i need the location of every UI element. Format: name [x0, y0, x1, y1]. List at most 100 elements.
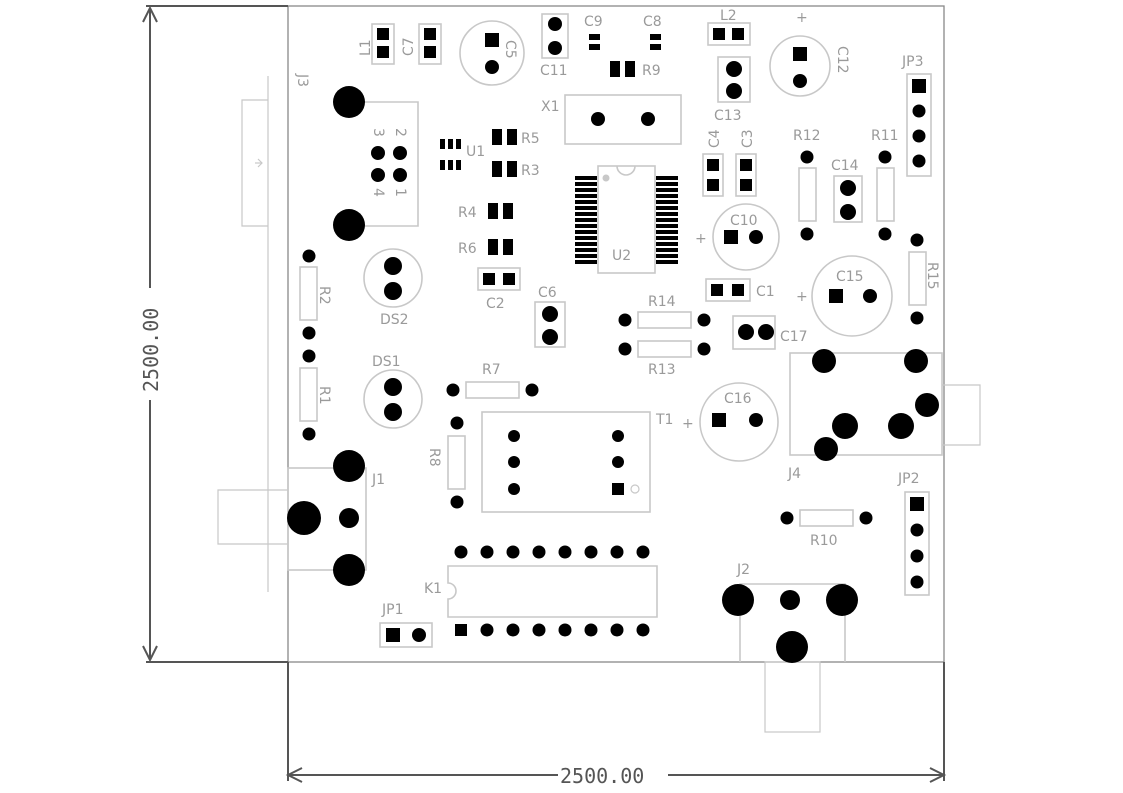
width-label: 2500.00 — [560, 764, 644, 788]
component-r5: R5 — [492, 129, 540, 147]
width-dimension: 2500.00 — [285, 662, 947, 788]
label-j3-pin2: 2 — [392, 128, 408, 137]
label-r14: R14 — [648, 294, 676, 310]
component-c12: + C12 — [769, 10, 850, 97]
label-c6: C6 — [538, 285, 557, 301]
label-c13: C13 — [714, 108, 742, 124]
label-plus-c10: + — [695, 231, 707, 247]
component-r15: R15 — [908, 233, 940, 325]
component-r2: R2 — [299, 249, 332, 340]
component-jp3: JP3 — [901, 54, 932, 177]
component-l2: L2 — [707, 8, 751, 46]
label-c16: C16 — [724, 391, 752, 407]
component-jp2: JP2 — [897, 471, 930, 596]
label-ds2: DS2 — [380, 312, 409, 328]
label-j1: J1 — [371, 472, 385, 488]
u2-pins-left — [575, 176, 597, 264]
component-r10: R10 — [780, 509, 873, 549]
label-r2: R2 — [316, 286, 332, 305]
label-c14: C14 — [831, 158, 859, 174]
label-jp1: JP1 — [381, 602, 403, 618]
component-t1: T1 — [481, 411, 673, 513]
u2-pins-right — [656, 176, 678, 264]
label-plus-c12: + — [796, 10, 808, 26]
component-j3: J3 3 2 4 1 — [241, 73, 419, 592]
label-r15: R15 — [924, 262, 940, 290]
label-j2: J2 — [736, 562, 750, 578]
component-x1: X1 — [541, 94, 682, 145]
component-r8: R8 — [426, 416, 466, 509]
component-u1: U1 — [440, 139, 485, 170]
label-c1: C1 — [756, 284, 775, 300]
label-j3: J3 — [294, 73, 310, 87]
component-r7: R7 — [446, 362, 539, 399]
component-c15: + C15 — [796, 255, 893, 337]
label-c17: C17 — [780, 329, 808, 345]
label-c5: C5 — [502, 40, 518, 59]
label-j4: J4 — [787, 466, 801, 482]
height-dimension: 2500.00 — [138, 5, 288, 663]
label-r12: R12 — [793, 128, 821, 144]
label-c3: C3 — [740, 129, 756, 148]
component-r11: R11 — [871, 128, 899, 241]
component-c17: C17 — [732, 315, 808, 350]
label-u2: U2 — [612, 248, 631, 264]
component-r4: R4 — [458, 203, 513, 221]
component-c6: C6 — [534, 285, 566, 348]
label-c15: C15 — [836, 269, 864, 285]
label-c7: C7 — [401, 37, 417, 56]
label-c12: C12 — [834, 46, 850, 74]
component-r6: R6 — [458, 239, 513, 257]
label-jp3: JP3 — [901, 54, 923, 70]
component-r12: R12 — [793, 128, 821, 241]
label-c8: C8 — [643, 14, 662, 30]
label-k1: K1 — [424, 581, 442, 597]
label-r11: R11 — [871, 128, 899, 144]
label-l2: L2 — [720, 8, 737, 24]
label-jp2: JP2 — [897, 471, 919, 487]
label-plus-c16: + — [682, 416, 694, 432]
component-r9: R9 — [610, 61, 661, 79]
component-ds1: DS1 — [363, 354, 423, 429]
component-r3: R3 — [492, 161, 540, 179]
label-r9: R9 — [642, 63, 661, 79]
label-c2: C2 — [486, 296, 505, 312]
label-r5: R5 — [521, 131, 540, 147]
label-c4: C4 — [707, 129, 723, 148]
label-c11: C11 — [540, 63, 568, 79]
label-x1: X1 — [541, 99, 560, 115]
label-r8: R8 — [426, 448, 442, 467]
component-c7: C7 — [401, 23, 442, 65]
label-j3-pin4: 4 — [370, 188, 386, 197]
component-c11: C11 — [540, 13, 569, 79]
board-outline — [287, 5, 945, 663]
component-r14: R14 — [618, 294, 711, 329]
label-plus-c15: + — [796, 289, 808, 305]
label-r3: R3 — [521, 163, 540, 179]
component-r1: R1 — [299, 349, 332, 441]
label-j3-pin3: 3 — [370, 128, 386, 137]
component-c9: C9 — [584, 14, 603, 50]
label-j3-pin1: 1 — [392, 188, 408, 197]
component-c1: C1 — [705, 278, 775, 302]
component-c14: C14 — [831, 158, 863, 223]
component-c4: C4 — [702, 129, 724, 197]
component-c16: + C16 — [682, 382, 779, 462]
component-c3: C3 — [735, 129, 757, 197]
component-k1: K1 — [424, 545, 658, 637]
label-r7: R7 — [482, 362, 501, 378]
component-j1: J1 — [217, 450, 385, 586]
height-label: 2500.00 — [139, 308, 163, 392]
component-jp1: JP1 — [379, 602, 433, 648]
label-r1: R1 — [316, 386, 332, 405]
component-ds2: DS2 — [363, 248, 423, 328]
label-c9: C9 — [584, 14, 603, 30]
label-t1: T1 — [655, 412, 673, 428]
component-u2: U2 — [575, 165, 678, 274]
label-u1: U1 — [466, 144, 485, 160]
component-c2: C2 — [477, 267, 521, 312]
component-c13: C13 — [714, 56, 751, 124]
component-r13: R13 — [618, 340, 711, 378]
label-ds1: DS1 — [372, 354, 401, 370]
